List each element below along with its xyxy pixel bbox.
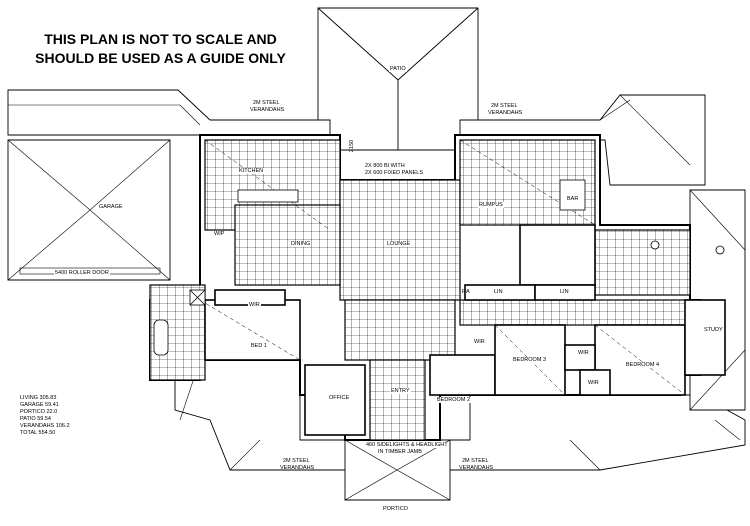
room-rumpus-carpet bbox=[519, 224, 596, 286]
label-verandah-ne-1: 2M STEEL bbox=[491, 103, 518, 109]
label-wir-main: WIR bbox=[248, 302, 261, 308]
label-entry-door-2: IN TIMBER JAMB bbox=[377, 449, 423, 455]
bath-tub bbox=[153, 319, 169, 356]
label-wir-b2: WIR bbox=[473, 339, 486, 345]
label-wir-b4: WIR bbox=[587, 380, 600, 386]
label-roller-door: 5400 ROLLER DOOR bbox=[54, 270, 110, 276]
label-lounge: LOUNGE bbox=[386, 241, 412, 247]
area-living: LIVING 305.83 bbox=[20, 395, 57, 401]
room-wir-b3 bbox=[564, 344, 596, 371]
room-study bbox=[684, 299, 726, 376]
label-garage: GARAGE bbox=[98, 204, 124, 210]
area-garage: GARAGE 59.41 bbox=[20, 402, 59, 408]
label-lin-1: LIN bbox=[494, 289, 503, 295]
label-verandah-ne-2: VERANDAHS bbox=[488, 110, 523, 116]
label-study: STUDY bbox=[703, 327, 724, 333]
room-lin-2 bbox=[534, 284, 596, 301]
label-dim-2150: 2150 bbox=[349, 139, 356, 153]
basin-east bbox=[715, 245, 725, 255]
label-verandah-nw-2: VERANDAHS bbox=[250, 107, 285, 113]
tiles-lounge bbox=[339, 179, 461, 301]
label-verandah-sw-2: VERANDAHS bbox=[280, 465, 315, 471]
label-bedroom3: BEDROOM 3 bbox=[512, 357, 548, 363]
label-verandah-nw-1: 2M STEEL bbox=[253, 100, 280, 106]
area-total: TOTAL 554.50 bbox=[20, 430, 56, 436]
notice-line-2: SHOULD BE USED AS A GUIDE ONLY bbox=[35, 50, 286, 66]
label-office: OFFICE bbox=[328, 395, 351, 401]
area-verandahs: VERANDAHS 106.2 bbox=[20, 423, 70, 429]
toilet-east bbox=[650, 240, 660, 250]
label-stacker-2: 2X 600 FIXED PANELS bbox=[365, 170, 423, 176]
label-rumpus: RUMPUS bbox=[478, 202, 504, 208]
label-ra: RA bbox=[462, 289, 470, 295]
tiles-hall-east bbox=[459, 299, 691, 326]
label-dining: DINING bbox=[290, 241, 312, 247]
notice-line-1: THIS PLAN IS NOT TO SCALE AND bbox=[44, 31, 277, 47]
area-patio: PATIO 59.54 bbox=[20, 416, 51, 422]
patio-hip-lines bbox=[317, 7, 479, 150]
label-verandah-se-1: 2M STEEL bbox=[462, 458, 489, 464]
label-entry-door-1: 460 SIDELIGHTS & HEADLIGHT bbox=[365, 442, 449, 448]
area-schedule: LIVING 305.83 GARAGE 59.41 PORTICO 22.0 … bbox=[20, 395, 70, 437]
bar-bench bbox=[559, 179, 586, 211]
label-portico: PORTICO bbox=[382, 506, 409, 512]
label-entry: ENTRY bbox=[390, 388, 411, 394]
label-verandah-sw-1: 2M STEEL bbox=[283, 458, 310, 464]
label-bed1: BED 1 bbox=[250, 343, 268, 349]
label-kitchen: KITCHEN bbox=[238, 168, 265, 174]
label-wir-b3: WIR bbox=[577, 350, 590, 356]
room-bed1 bbox=[204, 299, 301, 361]
label-patio: PATIO bbox=[389, 66, 407, 72]
label-wip: WIP bbox=[213, 231, 226, 237]
label-bedroom4: BEDROOM 4 bbox=[625, 362, 661, 368]
scale-notice: THIS PLAN IS NOT TO SCALE AND SHOULD BE … bbox=[18, 30, 303, 68]
label-lin-2: LIN bbox=[560, 289, 569, 295]
tiles-dining bbox=[234, 204, 341, 286]
label-bar: BAR bbox=[566, 196, 580, 202]
tiles-bath-east bbox=[594, 229, 691, 296]
area-portico: PORTICO 22.0 bbox=[20, 409, 58, 415]
label-verandah-se-2: VERANDAHS bbox=[459, 465, 494, 471]
label-stacker-1: 2X 800 BI WITH bbox=[365, 163, 405, 169]
label-bedroom2: BEDROOM 2 bbox=[436, 397, 472, 403]
kitchen-bench bbox=[237, 189, 299, 203]
tiles-passage bbox=[344, 299, 456, 361]
room-bedroom2 bbox=[429, 354, 496, 396]
tiles-entry bbox=[369, 359, 426, 441]
